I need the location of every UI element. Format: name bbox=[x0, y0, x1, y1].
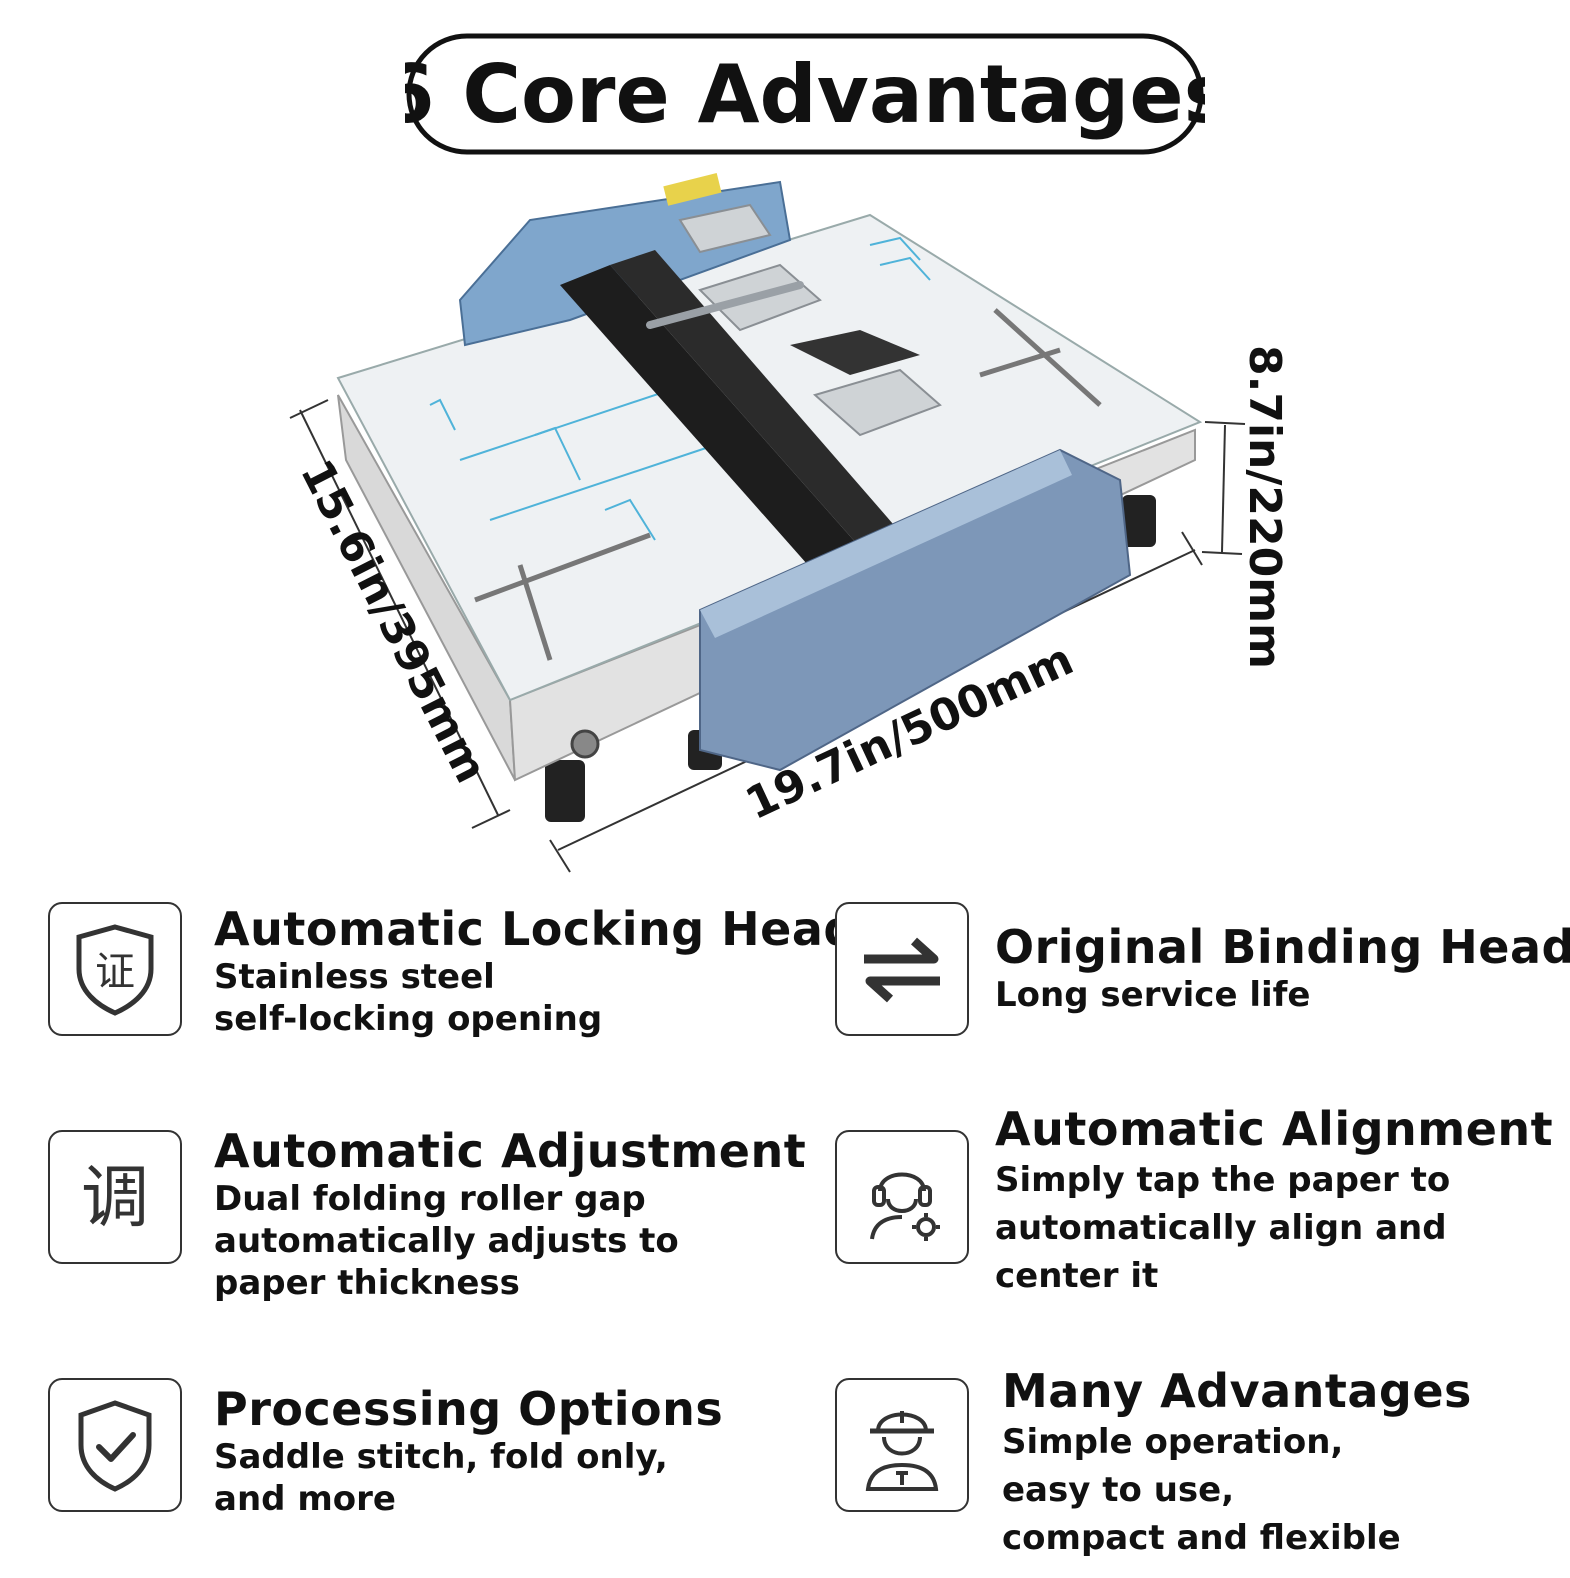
swap-arrows-icon bbox=[835, 902, 969, 1036]
headset-operator-icon bbox=[835, 1130, 969, 1264]
feature-title: Many Advantages bbox=[1002, 1364, 1472, 1418]
page-title: 6 Core Advantages bbox=[379, 30, 1231, 158]
shield-check-icon bbox=[48, 1378, 182, 1512]
feature-card-2: Original Binding Head Long service life bbox=[835, 902, 1570, 1102]
feature-title: Original Binding Head bbox=[995, 920, 1570, 974]
certificate-shield-icon: 证 bbox=[48, 902, 182, 1036]
feature-card-5: Processing Options Saddle stitch, fold o… bbox=[48, 1378, 768, 1578]
feature-title: Automatic Adjustment bbox=[214, 1124, 807, 1178]
feature-card-1: 证 Automatic Locking Head Stainless steel… bbox=[48, 902, 856, 1102]
feature-description: Simply tap the paper to automatically al… bbox=[995, 1160, 1451, 1296]
feature-description: Long service life bbox=[995, 975, 1311, 1015]
feature-card-6: Many Advantages Simple operation, easy t… bbox=[835, 1364, 1555, 1578]
machine-illustration: 15.6in/395mm 19.7in/500mm 8.7in/220mm bbox=[260, 160, 1320, 880]
worker-icon bbox=[835, 1378, 969, 1512]
feature-card-4: Automatic Alignment Simply tap the paper… bbox=[835, 1102, 1555, 1330]
feature-description: Dual folding roller gap automatically ad… bbox=[214, 1179, 679, 1303]
title-graphic: 6 Core Advantages bbox=[379, 33, 1231, 155]
adjust-icon: 调 bbox=[48, 1130, 182, 1264]
certificate-glyph: 证 bbox=[95, 949, 135, 995]
feature-title: Automatic Alignment bbox=[995, 1102, 1554, 1156]
height-dimension-label: 8.7in/220mm bbox=[1239, 345, 1290, 669]
feature-title: Automatic Locking Head bbox=[214, 902, 857, 956]
adjust-glyph: 调 bbox=[81, 1159, 149, 1238]
machine-body bbox=[336, 173, 1203, 822]
feature-description: Saddle stitch, fold only, and more bbox=[214, 1437, 668, 1519]
feature-description: Simple operation, easy to use, compact a… bbox=[1002, 1422, 1401, 1558]
feature-title: Processing Options bbox=[214, 1382, 724, 1436]
title-text: 6 Core Advantages bbox=[405, 48, 1205, 141]
feature-description: Stainless steel self-locking opening bbox=[214, 957, 603, 1039]
feature-card-3: 调 Automatic Adjustment Dual folding roll… bbox=[48, 1124, 806, 1330]
